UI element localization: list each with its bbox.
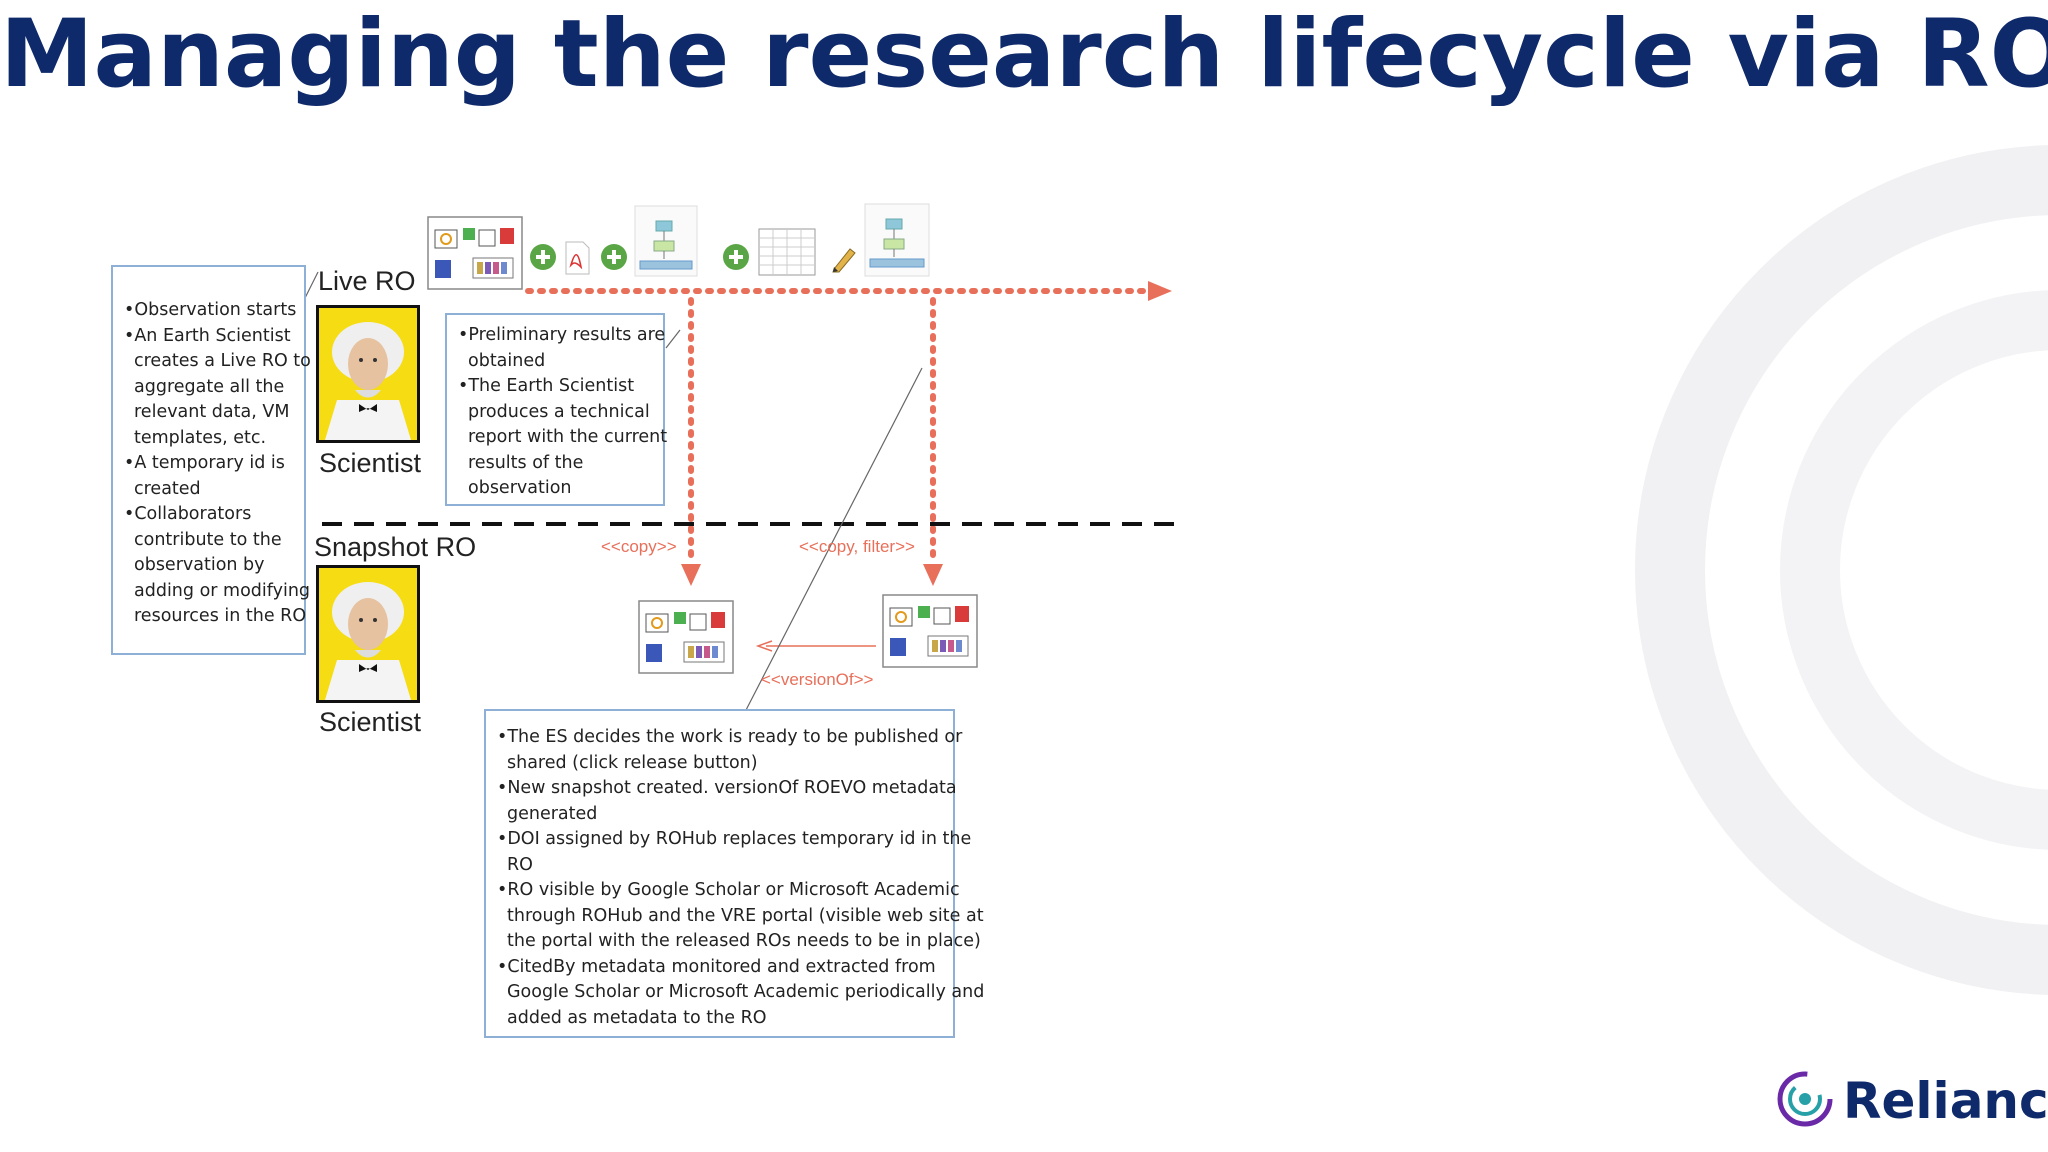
callout-line: •An Earth Scientist [124,325,291,346]
add-icon [601,244,627,270]
background-rings [1635,145,2048,995]
scientist-figure-icon [319,308,417,440]
callout-line: •RO visible by Google Scholar or Microso… [497,880,960,900]
snapshot-ro-bundle-icon [882,594,978,668]
callout-line: •DOI assigned by ROHub replaces temporar… [497,829,972,849]
callout-line: through ROHub and the VRE portal (visibl… [507,905,984,926]
scientist-avatar [316,305,420,443]
callout-line: templates, etc. [134,427,267,448]
observation-starts-callout: •Observation starts •An Earth Scientist cr… [111,265,311,655]
callout-line: RO [507,854,533,875]
callout-line: aggregate all the [134,376,285,397]
copy-relation-label: <<copy>> [601,537,677,556]
scientist-label: Scientist [319,448,422,478]
callout-line: generated [507,803,598,824]
preliminary-results-callout: •Preliminary results are obtained •The Ear… [445,313,668,506]
bottom-callout-pointer [744,367,923,713]
callout-line: Google Scholar or Microsoft Academic per… [507,982,985,1002]
callout-line: •The Earth Scientist [458,376,635,396]
slide-title: Managing the research lifecycle via ROs [0,0,2048,109]
add-icon [530,244,556,270]
callout-line: obtained [468,350,546,371]
callout-line: contribute to the [134,529,282,550]
workflow-diagram-icon [634,205,698,277]
scientist-figure-icon [319,568,417,700]
callout-line: •CitedBy metadata monitored and extracte… [497,956,936,977]
callout-line: •The ES decides the work is ready to be … [497,727,963,747]
callout-line: •Observation starts [124,300,297,320]
callout-line: shared (click release button) [507,752,758,773]
live-ro-label: Live RO [318,266,416,296]
reliance-logo-text: Reliance [1843,1072,2048,1130]
callout-line: creates a Live RO to [134,351,311,371]
add-icon [723,244,749,270]
live-ro-bundle-icon [427,216,523,290]
snapshot-ro-label: Snapshot RO [314,532,477,562]
scientist-avatar [316,565,420,703]
callout-line: resources in the RO [134,606,307,626]
pdf-icon [565,241,590,275]
scientist-label: Scientist [319,707,422,737]
snapshot-ro-bundle-icon [638,600,734,674]
callout-line: results of the [468,452,584,473]
pencil-icon [832,248,856,273]
copy-filter-relation-label: <<copy, filter>> [799,537,915,556]
reliance-logo-icon [1777,1071,1833,1127]
callout-line: created [134,478,201,499]
callout-line: added as metadata to the RO [507,1007,767,1028]
live-timeline-arrowhead [1148,281,1172,301]
callout-line: adding or modifying [134,580,311,601]
callout-line: the portal with the released ROs needs t… [507,931,981,951]
callout-line: •Collaborators [124,504,252,524]
callout-line: •Preliminary results are [458,325,666,345]
callout-line: observation by [134,555,265,575]
spreadsheet-icon [758,228,816,276]
callout-line: produces a technical [468,401,650,422]
callout-line: •A temporary id is [124,453,285,473]
callout-line: report with the current [468,427,668,447]
callout-line: observation [468,478,572,498]
version-of-relation-label: <<versionOf>> [761,670,874,689]
workflow-diagram-icon [864,203,930,277]
callout-line: •New snapshot created. versionOf ROEVO m… [497,778,957,798]
release-snapshot-callout: •The ES decides the work is ready to be … [484,709,985,1038]
callout-line: relevant data, VM [134,402,290,422]
